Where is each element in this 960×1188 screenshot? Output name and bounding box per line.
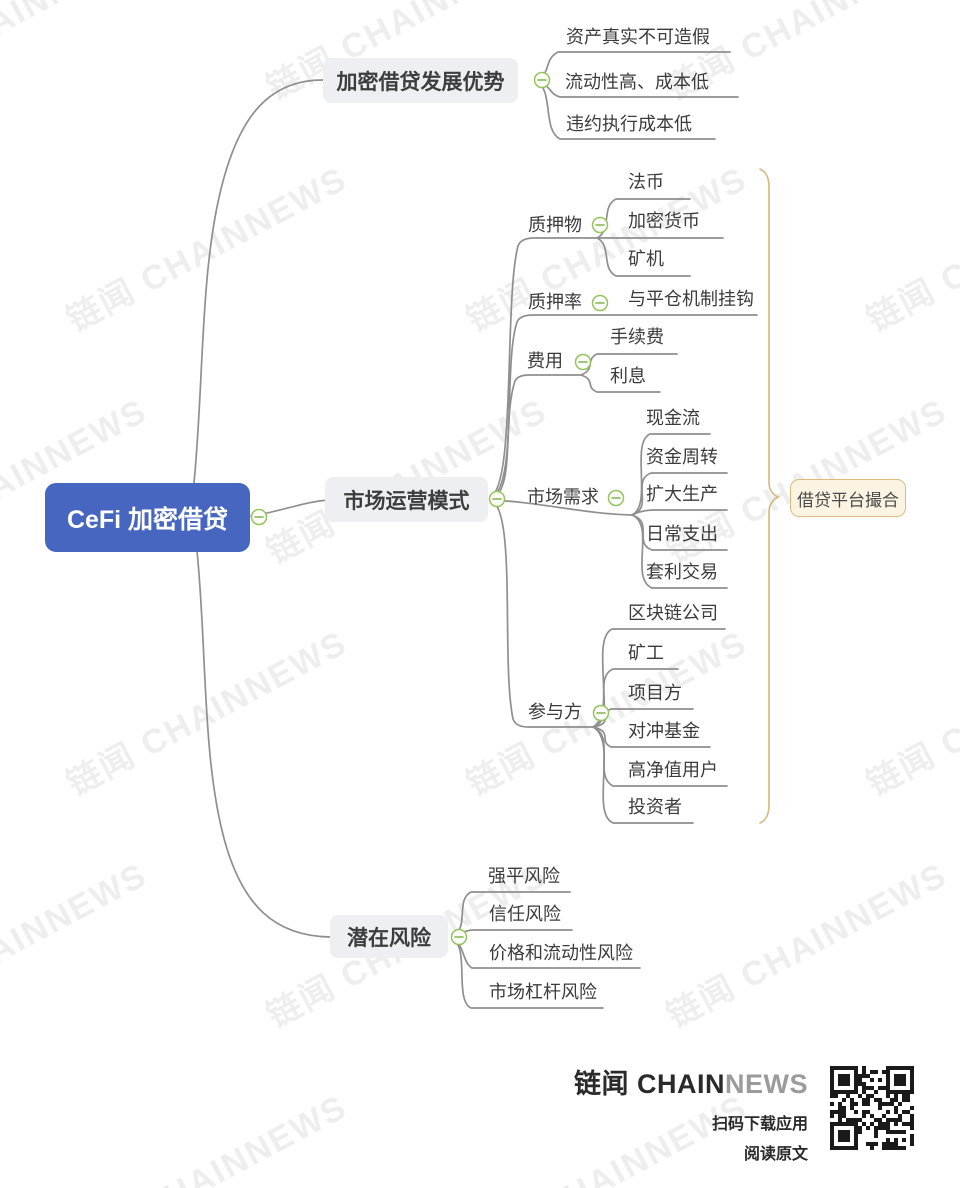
leaf-node[interactable]: 违约执行成本低 [566, 114, 692, 134]
qr-code [830, 1066, 915, 1151]
group-node[interactable]: 质押率 [528, 292, 582, 312]
group-node[interactable]: 市场需求 [527, 487, 599, 507]
leaf-node[interactable]: 价格和流动性风险 [489, 943, 633, 963]
root-node[interactable]: CeFi 加密借贷 [45, 483, 250, 552]
collapse-icon[interactable] [574, 353, 592, 371]
leaf-node[interactable]: 利息 [610, 366, 646, 386]
group-node[interactable]: 费用 [527, 351, 563, 371]
collapse-icon[interactable] [250, 508, 268, 526]
leaf-node[interactable]: 投资者 [628, 797, 682, 817]
collapse-icon[interactable] [591, 294, 609, 312]
logo-text: 链闻 CHAINNEWS [573, 1069, 808, 1099]
branch-node-advantages[interactable]: 加密借贷发展优势 [323, 58, 518, 103]
branch-node-market[interactable]: 市场运营模式 [325, 477, 488, 522]
leaf-node[interactable]: 区块链公司 [628, 603, 718, 623]
group-node[interactable]: 质押物 [528, 215, 582, 235]
leaf-node[interactable]: 信任风险 [489, 904, 561, 924]
group-node[interactable]: 参与方 [528, 702, 582, 722]
leaf-node[interactable]: 套利交易 [646, 562, 718, 582]
leaf-node[interactable]: 资产真实不可造假 [566, 27, 710, 47]
collapse-icon[interactable] [607, 489, 625, 507]
leaf-node[interactable]: 高净值用户 [628, 760, 718, 780]
leaf-node[interactable]: 矿机 [628, 249, 664, 269]
tagline-download: 扫码下载应用 [711, 1116, 808, 1133]
edge-root-advantages [193, 79, 324, 484]
collapse-icon[interactable] [533, 71, 551, 89]
leaf-node[interactable]: 加密货币 [628, 211, 700, 231]
leaf-node[interactable]: 资金周转 [646, 447, 718, 467]
leaf-node[interactable]: 法币 [628, 172, 664, 192]
leaf-node[interactable]: 扩大生产 [646, 484, 718, 504]
leaf-node[interactable]: 对冲基金 [628, 721, 700, 741]
collapse-icon[interactable] [450, 928, 468, 946]
tagline-read: 阅读原文 [743, 1146, 808, 1163]
leaf-node[interactable]: 流动性高、成本低 [565, 72, 709, 92]
branding-block: 链闻 CHAINNEWS 扫码下载应用 阅读原文 [574, 1062, 808, 1164]
collapse-icon[interactable] [592, 704, 610, 722]
annotation-node[interactable]: 借贷平台撮合 [790, 479, 906, 517]
edge-root-risks [196, 550, 331, 938]
leaf-node[interactable]: 矿工 [628, 643, 664, 663]
leaf-node[interactable]: 项目方 [628, 683, 682, 703]
branch-node-risks[interactable]: 潜在风险 [330, 915, 448, 958]
collapse-icon[interactable] [488, 490, 506, 508]
leaf-node[interactable]: 强平风险 [488, 866, 560, 886]
leaf-node[interactable]: 日常支出 [646, 524, 718, 544]
collapse-icon[interactable] [591, 216, 609, 234]
leaf-node[interactable]: 市场杠杆风险 [489, 982, 597, 1002]
brace [759, 168, 780, 824]
leaf-node[interactable]: 现金流 [646, 408, 700, 428]
leaf-node[interactable]: 与平仓机制挂钩 [628, 289, 754, 309]
leaf-node[interactable]: 手续费 [610, 327, 664, 347]
